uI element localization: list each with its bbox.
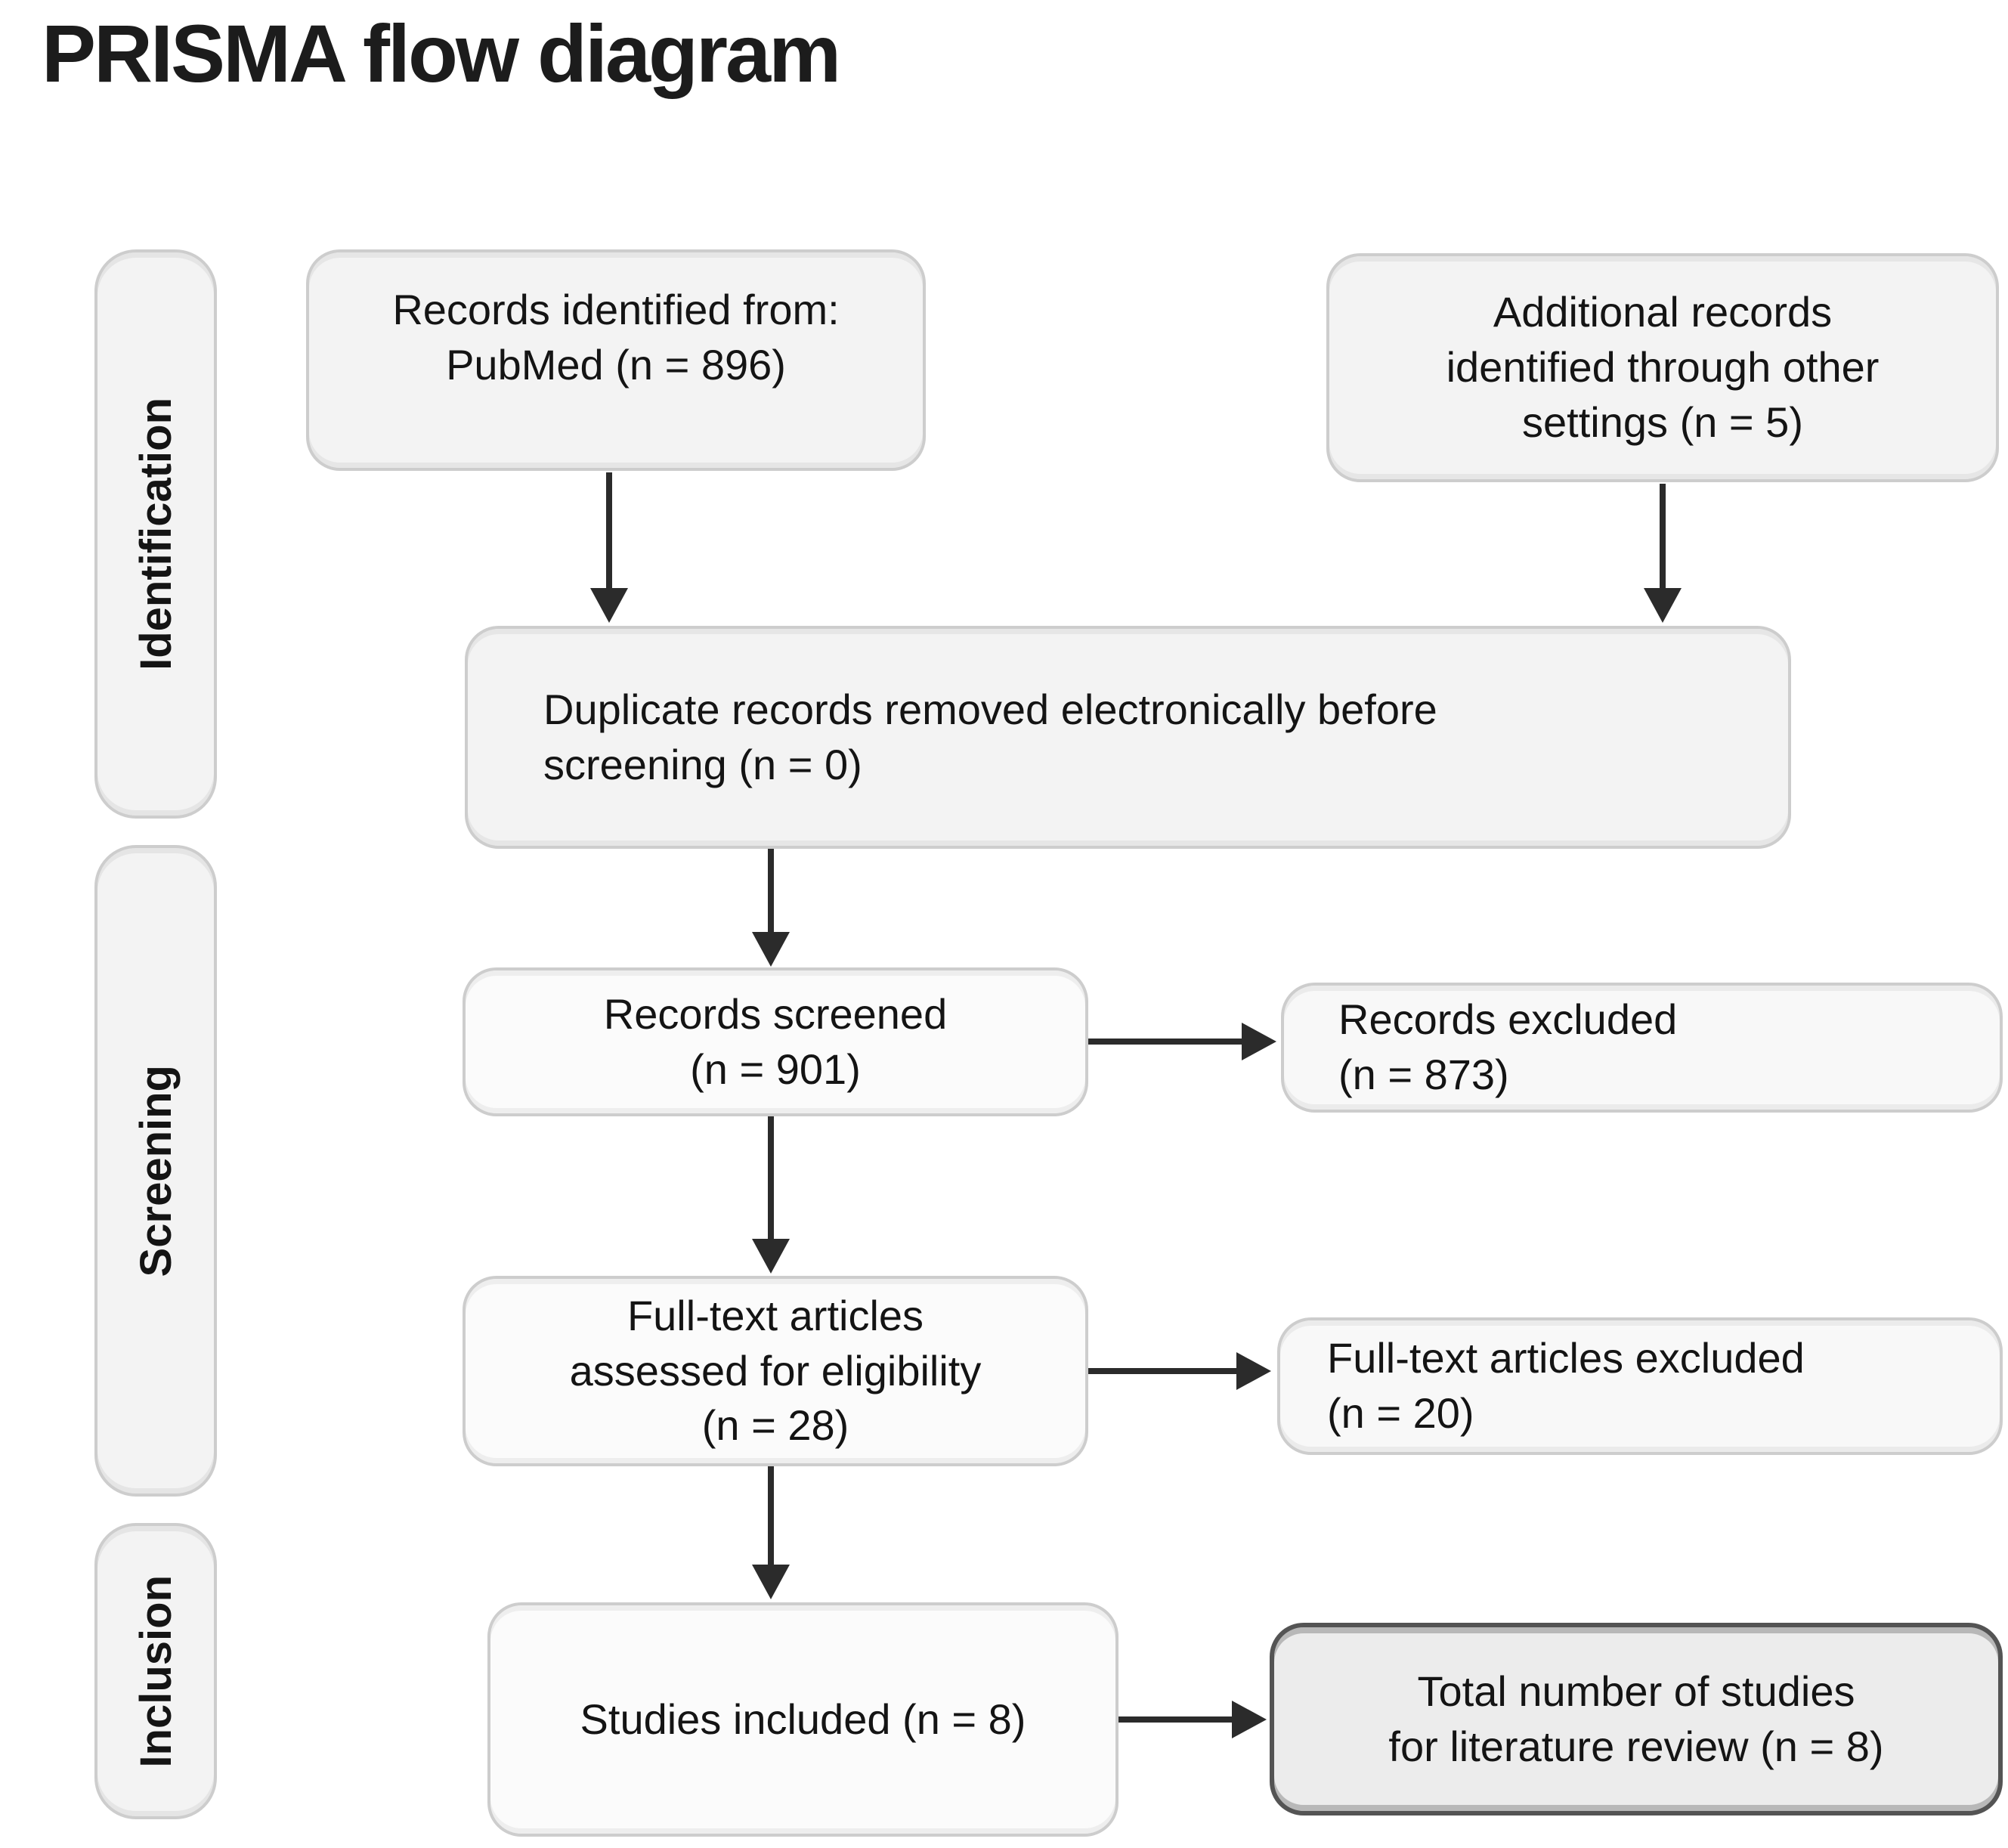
box-text-line: Studies included (n = 8) — [580, 1695, 1026, 1743]
flow-box-fulltext-assessed: Full-text articles assessed for eligibil… — [463, 1276, 1088, 1466]
arrow-head-down-icon — [752, 1565, 790, 1599]
arrow-head-right-icon — [1232, 1701, 1267, 1738]
arrow-head-right-icon — [1242, 1023, 1276, 1060]
flow-box-additional-records: Additional records identified through ot… — [1326, 253, 1999, 482]
box-text-line: for literature review (n = 8) — [1388, 1722, 1884, 1770]
box-text-line: Additional records — [1493, 288, 1833, 336]
box-text-line: (n = 20) — [1327, 1389, 1474, 1437]
box-text-line: Full-text articles — [627, 1291, 924, 1339]
box-text-line: Records identified from: — [392, 285, 840, 333]
page-title: PRISMA flow diagram — [42, 8, 841, 99]
box-text-line: identified through other — [1446, 343, 1880, 392]
flow-box-records-identified: Records identified from: PubMed (n = 896… — [306, 249, 926, 471]
stage-identification-label: Identification — [131, 398, 181, 670]
arrow-head-down-icon — [1644, 588, 1682, 623]
arrow-head-down-icon — [752, 932, 790, 967]
arrow-shaft — [1118, 1716, 1233, 1723]
box-text-line: assessed for eligibility — [569, 1346, 982, 1395]
box-text-line: Records excluded — [1338, 995, 1678, 1044]
stage-screening: Screening — [94, 845, 217, 1497]
flow-box-fulltext-excluded: Full-text articles excluded (n = 20) — [1277, 1317, 2003, 1455]
arrow-shaft — [768, 1116, 774, 1240]
box-text-line: PubMed (n = 896) — [446, 340, 786, 388]
box-text-line: Records screened — [603, 989, 948, 1038]
box-text-line: settings (n = 5) — [1522, 398, 1803, 446]
flow-box-studies-included: Studies included (n = 8) — [487, 1602, 1118, 1837]
arrow-shaft — [1088, 1368, 1238, 1374]
flow-box-duplicates-removed: Duplicate records removed electronically… — [465, 626, 1791, 849]
box-text-line: (n = 28) — [701, 1401, 849, 1450]
arrow-shaft — [768, 849, 774, 933]
arrow-head-down-icon — [590, 588, 628, 623]
stage-identification: Identification — [94, 249, 217, 819]
flow-box-total-studies: Total number of studies for literature r… — [1270, 1623, 2003, 1815]
box-text-line: Duplicate records removed electronically… — [543, 685, 1437, 733]
arrow-head-right-icon — [1236, 1352, 1271, 1390]
arrow-shaft — [1660, 484, 1666, 590]
box-text-line: (n = 873) — [1338, 1051, 1509, 1098]
arrow-head-down-icon — [752, 1239, 790, 1274]
arrow-shaft — [1088, 1039, 1243, 1045]
arrow-shaft — [606, 472, 612, 590]
flow-box-records-excluded: Records excluded (n = 873) — [1281, 983, 2003, 1113]
stage-inclusion: Inclusion — [94, 1523, 217, 1819]
stage-screening-label: Screening — [131, 1064, 181, 1277]
flow-box-records-screened: Records screened (n = 901) — [463, 967, 1088, 1116]
box-text-line: (n = 901) — [690, 1045, 861, 1093]
box-text-line: Full-text articles excluded — [1327, 1334, 1805, 1382]
stage-inclusion-label: Inclusion — [131, 1574, 181, 1768]
box-text-line: screening (n = 0) — [543, 740, 862, 788]
arrow-shaft — [768, 1466, 774, 1566]
box-text-line: Total number of studies — [1417, 1667, 1855, 1715]
